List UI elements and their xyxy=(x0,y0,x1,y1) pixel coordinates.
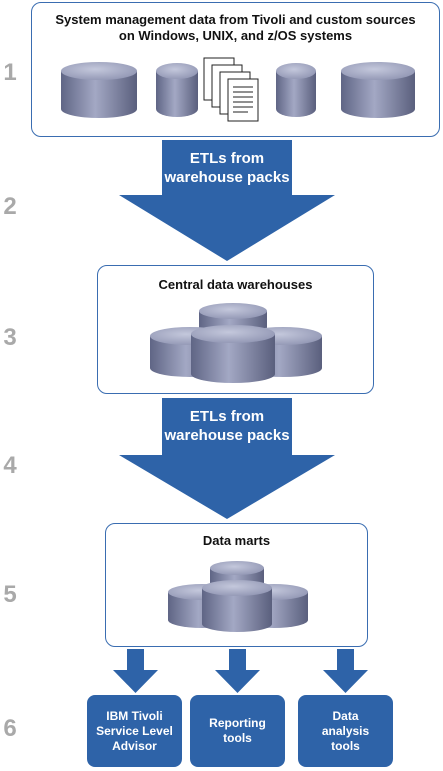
source-systems-box: System management data from Tivoli and c… xyxy=(31,2,440,137)
central-database-cluster xyxy=(150,303,322,383)
stage-number-6: 6 xyxy=(3,715,17,742)
etl-arrow-2 xyxy=(119,398,335,519)
database-cylinder-icon xyxy=(202,580,272,632)
tool-box-data-analysis-tools: Data analysis tools xyxy=(298,695,393,767)
etl-arrow-2-label: ETLs from warehouse packs xyxy=(164,408,290,444)
tool-box-service-level-advisor: IBM Tivoli Service Level Advisor xyxy=(87,695,182,767)
database-cylinder-icon xyxy=(61,62,137,118)
data-marts-database-cluster xyxy=(168,561,308,632)
central-warehouse-box: Central data warehouses xyxy=(97,265,374,394)
database-cylinder-icon xyxy=(156,63,198,117)
central-warehouse-title: Central data warehouses xyxy=(158,277,313,292)
tool-box-reporting-tools: Reporting tools xyxy=(190,695,285,767)
documents-icon xyxy=(203,57,259,122)
stage-number-4: 4 xyxy=(3,452,17,479)
database-cylinder-icon xyxy=(191,325,275,383)
database-cylinder-icon xyxy=(341,62,415,118)
data-marts-box: Data marts xyxy=(105,523,368,647)
source-systems-title: System management data from Tivoli and c… xyxy=(55,12,416,43)
source-database-group xyxy=(61,57,415,122)
stage-number-1: 1 xyxy=(3,59,17,86)
etl-arrow-1-label: ETLs from warehouse packs xyxy=(164,150,290,186)
tool-arrow-2 xyxy=(215,649,260,693)
stage-number-3: 3 xyxy=(3,324,17,351)
data-marts-title: Data marts xyxy=(202,533,271,548)
etl-arrow-1 xyxy=(119,140,335,261)
stage-number-2: 2 xyxy=(3,193,17,220)
stage-number-5: 5 xyxy=(3,581,17,608)
database-cylinder-icon xyxy=(276,63,316,117)
tool-arrow-1 xyxy=(113,649,158,693)
tool-arrow-3 xyxy=(323,649,368,693)
